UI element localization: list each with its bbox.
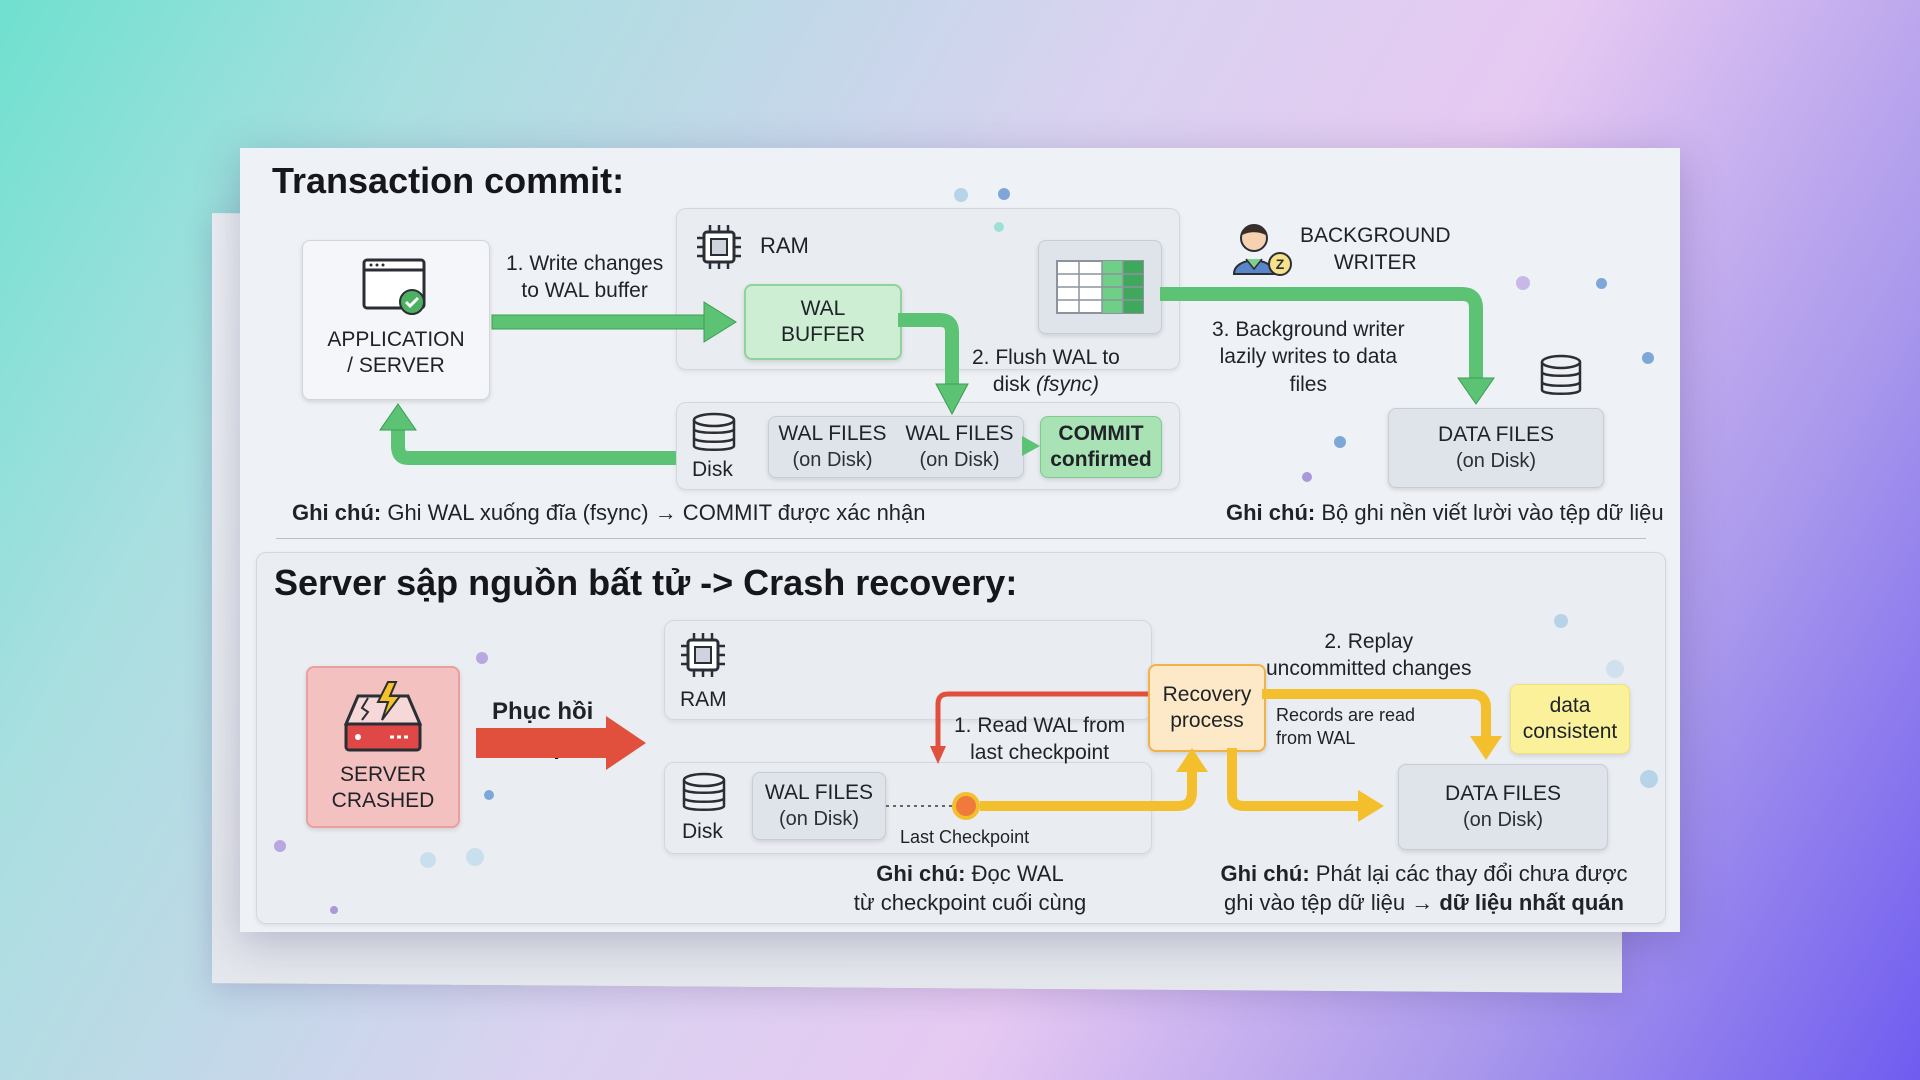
data-files-1-title: DATA FILES bbox=[1438, 423, 1554, 447]
ram-panel-2 bbox=[664, 620, 1152, 720]
wal-files-1-title: WAL FILES bbox=[778, 422, 887, 446]
svg-text:Z: Z bbox=[1276, 256, 1285, 272]
decor-dot bbox=[1642, 352, 1654, 364]
wal-buffer-box: WAL BUFFER bbox=[744, 284, 902, 360]
decor-dot bbox=[1640, 770, 1658, 788]
read-wal-label: 1. Read WAL from last checkpoint bbox=[954, 714, 1126, 765]
note-commit: Ghi chú: Ghi WAL xuống đĩa (fsync) → COM… bbox=[292, 500, 926, 526]
step3-label: 3. Background writer lazily writes to da… bbox=[1212, 318, 1405, 396]
cpu-chip-icon-2 bbox=[681, 633, 725, 677]
records-read-label: Records are read from WAL bbox=[1276, 705, 1416, 749]
note-read-wal: Ghi chú: Đọc WAL từ checkpoint cuối cùng bbox=[842, 860, 1098, 917]
decor-dot bbox=[998, 188, 1010, 200]
wal-files-2-title: WAL FILES bbox=[764, 781, 874, 805]
note-replay: Ghi chú: Phát lại các thay đổi chưa được… bbox=[1212, 860, 1636, 917]
recover-after-crash-line2: sau sự cố: bbox=[488, 734, 610, 761]
wal-files-box-2: WAL FILES (on Disk) bbox=[752, 772, 886, 840]
section2-title: Server sập nguồn bất tử -> Crash recover… bbox=[274, 562, 1018, 603]
wal-files-group: WAL FILES (on Disk) WAL FILES (on Disk) bbox=[768, 416, 1024, 478]
server-crash-icon bbox=[343, 681, 423, 752]
data-table-box bbox=[1038, 240, 1162, 334]
server-crashed-box: SERVER CRASHED bbox=[306, 666, 460, 828]
server-crashed-label: SERVER CRASHED bbox=[331, 762, 435, 812]
decor-dot bbox=[330, 906, 338, 914]
decor-dot bbox=[484, 790, 494, 800]
decor-dot bbox=[274, 840, 286, 852]
application-server-label: APPLICATION / SERVER bbox=[327, 327, 465, 377]
wal-files-1-sub: (on Disk) bbox=[792, 448, 873, 471]
step2-fsync: (fsync) bbox=[1036, 373, 1100, 397]
data-files-2-title: DATA FILES bbox=[1445, 782, 1561, 806]
note-bg-label: Ghi chú: bbox=[1226, 500, 1316, 525]
section-divider bbox=[276, 538, 1646, 539]
note-replay-text: Phát lại các thay đổi chưa được bbox=[1309, 861, 1628, 886]
decor-dot bbox=[1596, 278, 1607, 289]
wal-files-2-sub: (on Disk) bbox=[919, 448, 1000, 471]
decor-dot bbox=[994, 222, 1004, 232]
wal-files-2-sub: (on Disk) bbox=[778, 807, 859, 830]
wal-files-2-title: WAL FILES bbox=[905, 422, 1014, 446]
cpu-chip-icon bbox=[697, 225, 741, 269]
decor-dot bbox=[476, 652, 488, 664]
note-replay-line2: ghi vào tệp dữ liệu → dữ liệu nhất quán bbox=[1212, 889, 1636, 918]
note-read-wal-line1: Ghi chú: Đọc WAL bbox=[842, 860, 1098, 889]
data-consistent-box: data consistent bbox=[1510, 684, 1630, 754]
note-read-wal-line2: từ checkpoint cuối cùng bbox=[853, 889, 1087, 915]
disk-icon bbox=[692, 412, 736, 451]
application-server-box: APPLICATION / SERVER bbox=[302, 240, 490, 400]
note-commit-label: Ghi chú: bbox=[292, 500, 382, 525]
ram-label: RAM bbox=[760, 233, 809, 258]
note-read-wal-text: Đọc WAL bbox=[965, 861, 1064, 886]
decor-dot bbox=[1554, 614, 1568, 628]
step1-label: 1. Write changes to WAL buffer bbox=[506, 252, 664, 303]
data-files-box-2: DATA FILES (on Disk) bbox=[1398, 764, 1608, 850]
decor-dot bbox=[954, 188, 968, 202]
note-replay-line2-bold: dữ liệu nhất quán bbox=[1439, 889, 1624, 915]
recover-after-crash-line1: Phục hồi bbox=[492, 698, 594, 725]
ram-label-2: RAM bbox=[680, 688, 727, 711]
note-background-writer: Ghi chú: Bộ ghi nền viết lười vào tệp dữ… bbox=[1226, 500, 1664, 526]
disk-label-2: Disk bbox=[682, 820, 723, 843]
note-bg-text: Bộ ghi nền viết lười vào tệp dữ liệu bbox=[1315, 500, 1664, 525]
note-replay-line2-text: ghi vào tệp dữ liệu → bbox=[1224, 889, 1440, 915]
section1-title: Transaction commit: bbox=[272, 160, 625, 201]
commit-confirmed-box: COMMIT confirmed bbox=[1040, 416, 1162, 478]
decor-dot bbox=[466, 848, 484, 866]
decor-dot bbox=[1302, 472, 1312, 482]
decor-dot bbox=[1334, 436, 1346, 448]
wal-files-1: WAL FILES (on Disk) bbox=[778, 421, 886, 472]
table-grid-icon bbox=[1056, 260, 1144, 314]
note-commit-text: Ghi WAL xuống đĩa (fsync) → COMMIT được … bbox=[381, 500, 926, 525]
decor-dot bbox=[1516, 276, 1530, 290]
note-replay-label: Ghi chú: bbox=[1220, 861, 1310, 886]
application-window-icon bbox=[362, 258, 426, 315]
data-files-2-sub: (on Disk) bbox=[1462, 808, 1543, 831]
data-disk-icon bbox=[1540, 354, 1582, 395]
data-files-1-sub: (on Disk) bbox=[1455, 449, 1536, 472]
background-writer-avatar-icon: Z bbox=[1232, 224, 1292, 276]
decor-dot bbox=[420, 852, 436, 868]
step2-label: 2. Flush WAL to disk (fsync) bbox=[972, 344, 1120, 399]
background-writer-label: BACKGROUND WRITER bbox=[1300, 224, 1451, 275]
disk-icon-2 bbox=[682, 772, 726, 811]
wal-files-2: WAL FILES (on Disk) bbox=[905, 421, 1013, 472]
last-checkpoint-label: Last Checkpoint bbox=[900, 827, 1030, 847]
disk-label: Disk bbox=[692, 458, 733, 481]
recovery-process-box: Recovery process bbox=[1148, 664, 1266, 752]
replay-label: 2. Replay uncommitted changes bbox=[1266, 630, 1472, 681]
step2-text: 2. Flush WAL to disk bbox=[972, 346, 1120, 397]
note-replay-line1: Ghi chú: Phát lại các thay đổi chưa được bbox=[1212, 860, 1636, 889]
data-files-box-1: DATA FILES (on Disk) bbox=[1388, 408, 1604, 488]
decor-dot bbox=[1606, 660, 1624, 678]
note-read-wal-label: Ghi chú: bbox=[876, 861, 966, 886]
